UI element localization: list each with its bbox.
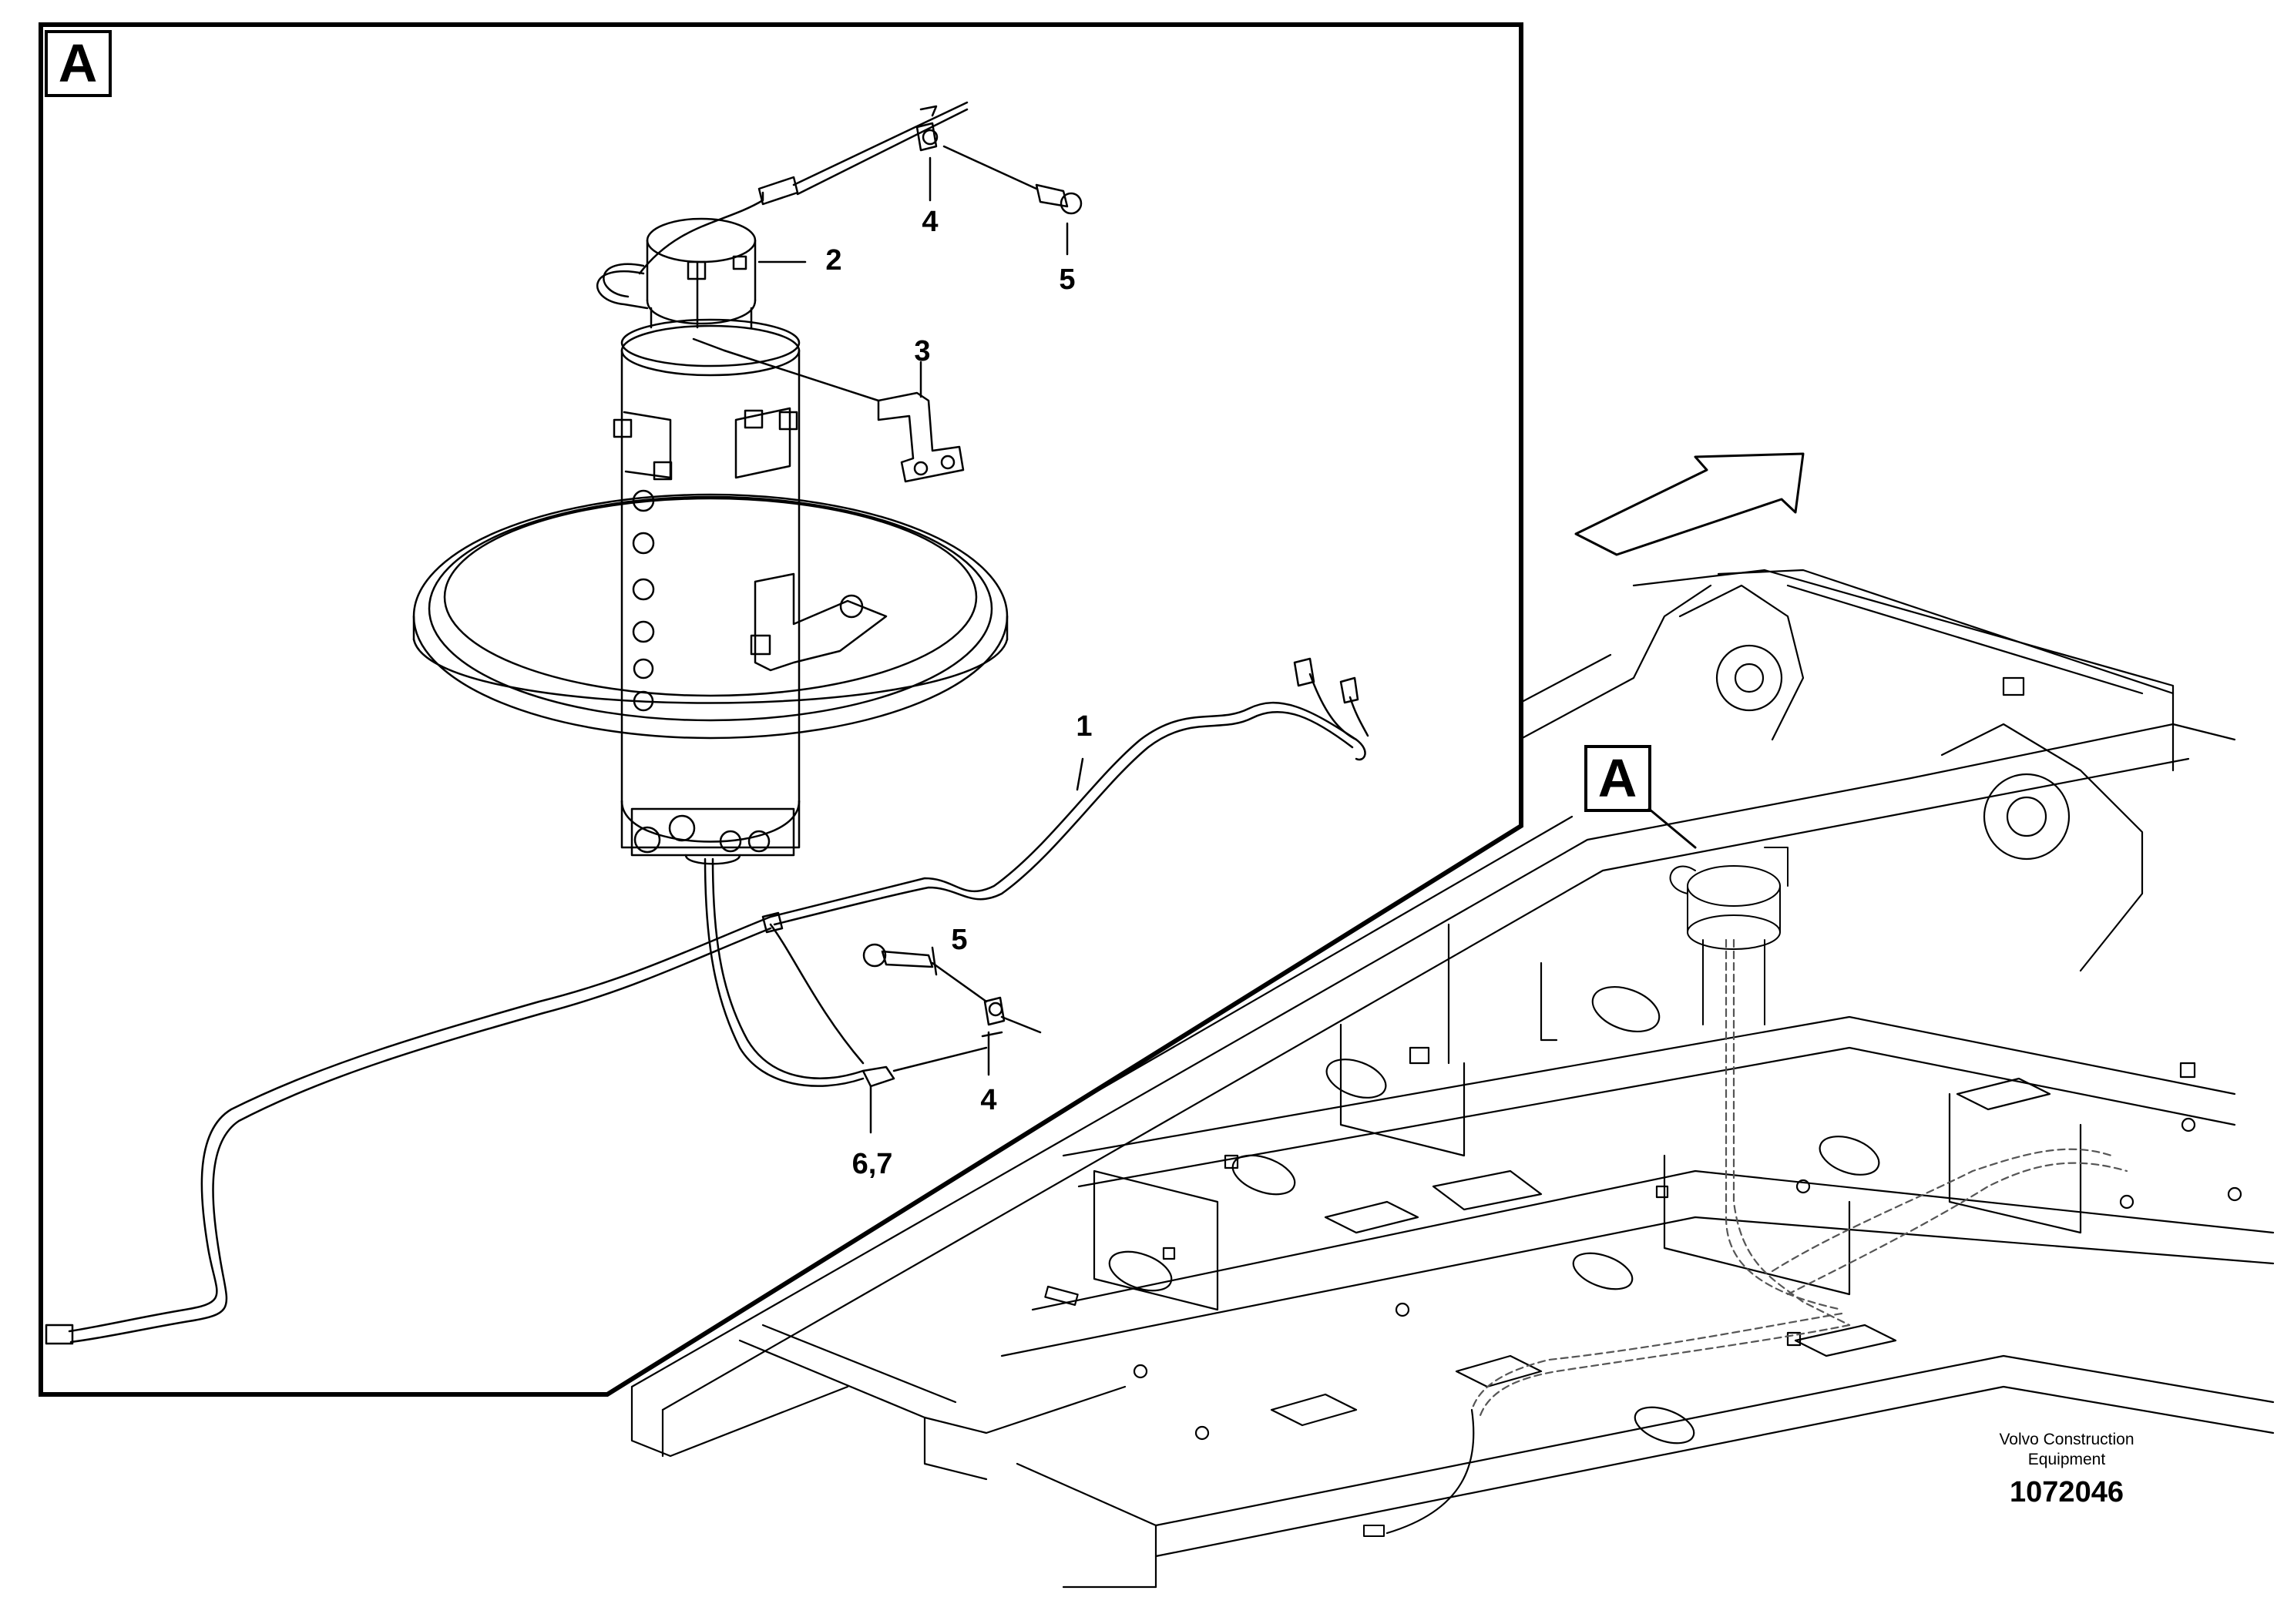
part-label-6-7: 6,7 (852, 1148, 893, 1180)
clip-and-bolt-bottom (862, 943, 1042, 1076)
detail-callout-label: A (59, 33, 98, 93)
detail-view-frame (39, 22, 1523, 1397)
sensor-part-2 (596, 217, 757, 352)
location-callout-label: A (1598, 748, 1637, 808)
forward-direction-arrow-icon (1574, 452, 1805, 556)
swivel-ring-plate (412, 493, 1009, 740)
swivel-joint-body (613, 318, 888, 865)
detail-callout-box (45, 30, 112, 97)
location-callout-a: A (1584, 745, 1697, 849)
harness-part-1 (45, 657, 1369, 1345)
credit-line-2: Equipment (2027, 1451, 2106, 1468)
location-callout-box (1584, 745, 1651, 812)
detail-callout-a: A (45, 30, 112, 97)
publisher-credit: Volvo Construction Equipment 1072046 (1951, 1430, 2182, 1509)
bracket-part-3 (723, 349, 965, 483)
credit-line-1: Volvo Construction (1999, 1431, 2134, 1448)
top-cable (638, 101, 969, 275)
leader-lines (757, 260, 1084, 1134)
undercarriage-frame (630, 569, 2275, 1589)
part-label-5-bottom: 5 (951, 924, 967, 956)
swivel-joint-installed (1669, 847, 1789, 1025)
part-label-3: 3 (914, 335, 930, 367)
part-label-4-bottom: 4 (980, 1084, 996, 1116)
part-number-labels: 2 3 4 5 1 5 4 6,7 (825, 206, 1092, 1180)
part-label-4-top: 4 (922, 206, 938, 238)
clip-and-bolt-top (915, 105, 1083, 256)
part-label-5-top: 5 (1059, 263, 1075, 296)
part-label-1: 1 (1076, 710, 1092, 743)
harness-route-dashed (1363, 938, 2128, 1537)
part-label-2: 2 (825, 244, 841, 277)
illustration-number: 1072046 (2010, 1476, 2124, 1508)
